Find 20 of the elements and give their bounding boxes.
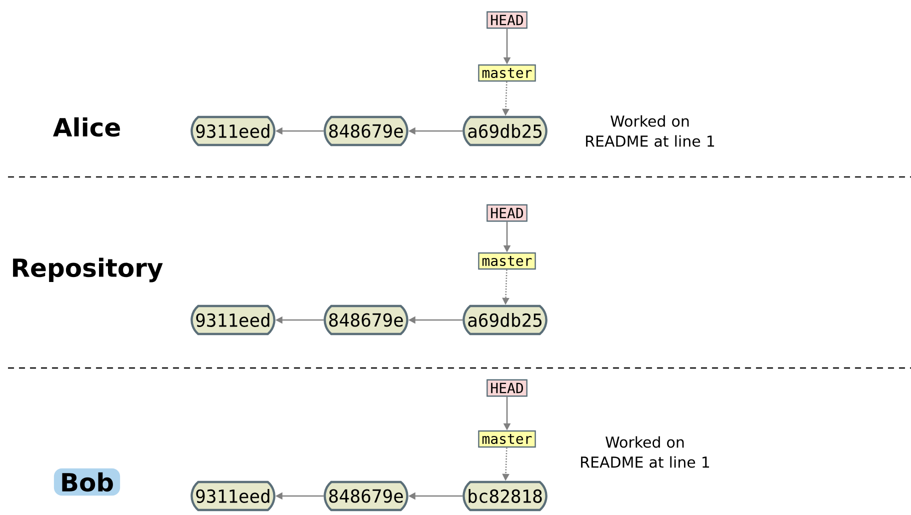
branch-box: master bbox=[478, 430, 536, 448]
section-heading: Alice bbox=[53, 117, 120, 137]
head-box: HEAD bbox=[486, 11, 528, 29]
commit-box: 848679e bbox=[324, 480, 408, 512]
commit-box: a69db25 bbox=[462, 116, 548, 146]
note-text: Worked on README at line 1 bbox=[586, 115, 714, 147]
commit-box: 848679e bbox=[324, 304, 408, 336]
commit-box: bc82818 bbox=[462, 480, 548, 512]
commit-box: 9311eed bbox=[190, 116, 276, 146]
branch-box: master bbox=[478, 64, 536, 82]
note-text: Worked on README at line 1 bbox=[581, 436, 710, 468]
branch-box: master bbox=[478, 252, 536, 270]
commit-box: 9311eed bbox=[190, 304, 276, 336]
commit-box: 848679e bbox=[324, 116, 408, 146]
head-box: HEAD bbox=[486, 204, 528, 222]
name-badge: Bob bbox=[54, 468, 120, 496]
head-box: HEAD bbox=[486, 379, 528, 397]
section-heading: Repository bbox=[13, 258, 163, 282]
commit-box: 9311eed bbox=[190, 480, 276, 512]
commit-box: a69db25 bbox=[462, 304, 548, 336]
